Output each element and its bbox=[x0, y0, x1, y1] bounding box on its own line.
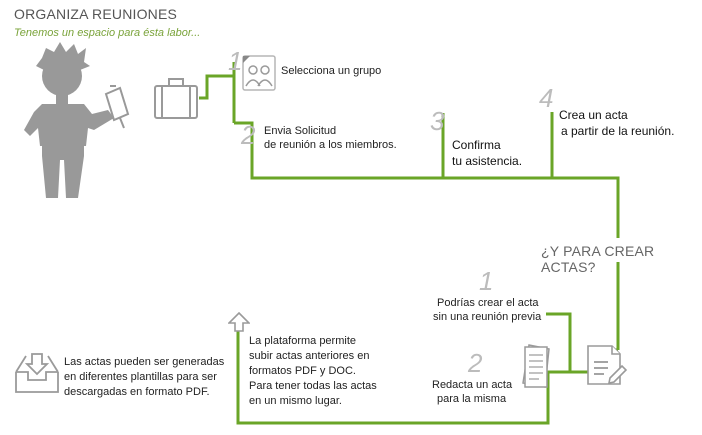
step4-number: 4 bbox=[539, 83, 554, 113]
alt-step2-label-line2: para la misma bbox=[437, 393, 507, 405]
step2-label-line1: Envia Solicitud bbox=[264, 125, 337, 137]
page-subtitle: Tenemos un espacio para ésta labor... bbox=[14, 27, 201, 39]
upload-arrow-icon bbox=[228, 312, 250, 332]
download-line-2: en diferentes plantillas para ser bbox=[64, 371, 217, 383]
step3-label-line2: tu asistencia. bbox=[452, 154, 523, 168]
briefcase-icon bbox=[154, 78, 198, 119]
download-tray-icon bbox=[15, 353, 59, 393]
download-description: Las actas pueden ser generadas en difere… bbox=[64, 355, 224, 400]
edit-document-icon bbox=[587, 345, 628, 385]
alt-step2-label-line1: Redacta un acta bbox=[432, 379, 513, 391]
flow-line-to-step1 bbox=[199, 62, 236, 100]
person-silhouette-icon bbox=[24, 42, 130, 198]
step2-number: 2 bbox=[241, 120, 256, 150]
flow-line-top-main bbox=[234, 121, 620, 238]
upload-line-5: en un mismo lugar. bbox=[249, 395, 342, 407]
alt-step1-label-line2: sin una reunión previa bbox=[433, 311, 542, 323]
step3-label-line1: Confirma bbox=[452, 138, 501, 152]
download-line-1: Las actas pueden ser generadas bbox=[64, 356, 225, 368]
upload-description: La plataforma permite subir actas anteri… bbox=[249, 334, 377, 409]
upload-line-4: Para tener todas las actas bbox=[249, 380, 377, 392]
upload-line-2: subir actas anteriores en bbox=[249, 350, 370, 362]
alt-step1-label-line1: Podrías crear el acta bbox=[437, 297, 539, 309]
question-heading: ¿Y PARA CREAR ACTAS? bbox=[541, 243, 655, 275]
step1-number: 1 bbox=[228, 46, 243, 76]
group-icon bbox=[242, 55, 276, 91]
step2-label-line2: de reunión a los miembros. bbox=[264, 139, 397, 151]
upload-line-3: formatos PDF y DOC. bbox=[249, 365, 356, 377]
step4-label-line2: a partir de la reunión. bbox=[561, 124, 675, 138]
page-title: ORGANIZA REUNIONES bbox=[14, 6, 178, 22]
flow-line-bottom bbox=[236, 328, 586, 425]
step1-label: Selecciona un grupo bbox=[281, 65, 382, 77]
document-icon bbox=[522, 344, 550, 388]
upload-line-1: La plataforma permite bbox=[249, 335, 356, 347]
alt-step2-number: 2 bbox=[468, 348, 483, 378]
download-line-3: descargadas en formato PDF. bbox=[64, 386, 210, 398]
alt-step1-number: 1 bbox=[479, 266, 494, 296]
step3-number: 3 bbox=[430, 106, 445, 136]
step4-label-line1: Crea un acta bbox=[559, 108, 628, 122]
